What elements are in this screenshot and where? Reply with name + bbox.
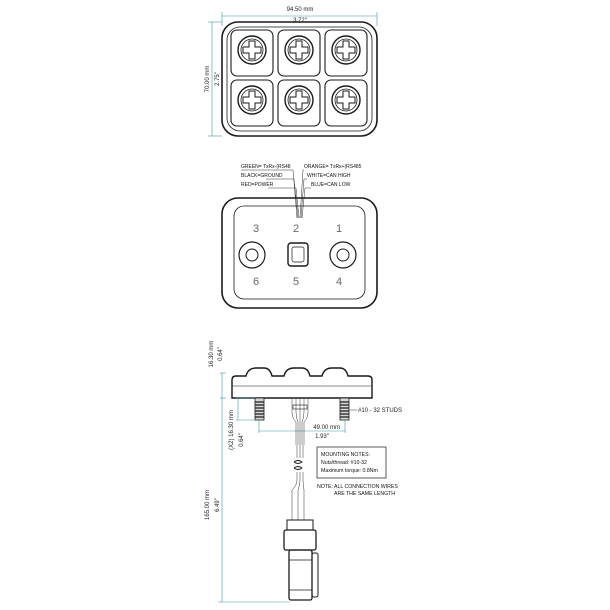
back-housing-inner [233, 205, 366, 300]
cable-length-mm-label: 165.00 mm [205, 490, 211, 520]
wire-leaders [241, 169, 311, 219]
mounting-notes-line: Nuts/thread: #10-32 [321, 460, 367, 466]
wire-bundle [291, 398, 309, 520]
stud-spacing-in-label: 1.93" [315, 434, 329, 440]
height-in-label: 2.75" [215, 72, 221, 86]
wire-connector-plug [283, 519, 319, 601]
right-stud-boss [329, 241, 357, 269]
wire-label-black: BLACK=GROUND [241, 173, 283, 179]
right-stud-side [339, 397, 350, 421]
key-grid [230, 29, 368, 127]
back-housing-outer [221, 197, 378, 309]
keypad-housing-inner [226, 26, 373, 132]
stud-label: #10 - 32 STUDS [358, 408, 402, 414]
width-mm-label: 94.50 mm [287, 7, 314, 13]
top-view: 94.50 mm 3.72" 70.00 mm 2.75" [205, 7, 378, 137]
stud-spacing-mm-label: 49.00 mm [313, 425, 340, 431]
side-view: 16.30 mm 0.64" #10 - 32 STUDS (X2) 16.30… [205, 341, 402, 603]
height-mm-label: 70.00 mm [205, 66, 211, 93]
center-connector [287, 242, 309, 267]
wire-label-red: RED=POWER [241, 182, 274, 188]
cable-length-in-label: 6.49" [215, 498, 221, 512]
center-connector-inner [291, 246, 305, 263]
width-in-label: 3.72" [293, 18, 307, 24]
mounting-notes-title: MOUNTING NOTES: [321, 452, 370, 458]
pin-number-5: 5 [293, 276, 299, 288]
wire-note-line: ARE THE SAME LENGTH [334, 491, 395, 497]
keypad-key [324, 29, 368, 77]
pin-number-4: 4 [336, 276, 342, 288]
pin-number-1: 1 [336, 223, 342, 235]
keypad-key [230, 79, 274, 127]
stud-height-mm-label: (X2) 16.30 mm [229, 410, 235, 450]
right-stud [336, 248, 350, 262]
left-stud [245, 248, 259, 262]
wire-note-line: NOTE: ALL CONNECTION WIRES [317, 484, 398, 490]
keypad-key [277, 79, 321, 127]
mounting-notes-box [316, 446, 387, 479]
pin-number-2: 2 [293, 223, 299, 235]
pin-number-6: 6 [253, 276, 259, 288]
body-height-in-label: 0.64" [218, 347, 224, 361]
keypad-key [277, 29, 321, 77]
pin-number-3: 3 [253, 223, 259, 235]
stud-height-in-label: 0.64" [239, 433, 245, 447]
wire-label-white: WHITE=CAN HIGH [307, 173, 351, 179]
wire-label-green: GREEN= TxRx-(RS48 [241, 164, 291, 170]
body-height-mm-label: 16.30 mm [209, 341, 215, 368]
back-view: GREEN= TxRx-(RS48 BLACK=GROUND RED=POWER… [221, 164, 378, 309]
mounting-notes-line: Maximum torque: 0.8Nm [321, 468, 378, 474]
keypad-key [324, 79, 368, 127]
left-stud-side [254, 397, 265, 421]
keypad-key [230, 29, 274, 77]
keypad-housing-outer [221, 21, 378, 137]
wire-label-orange: ORANGE= TxRx+(RS485 [304, 164, 362, 170]
wire-label-blue: BLUE=CAN LOW [311, 182, 351, 188]
keypad-side-body [231, 367, 373, 399]
left-stud-boss [238, 241, 266, 269]
